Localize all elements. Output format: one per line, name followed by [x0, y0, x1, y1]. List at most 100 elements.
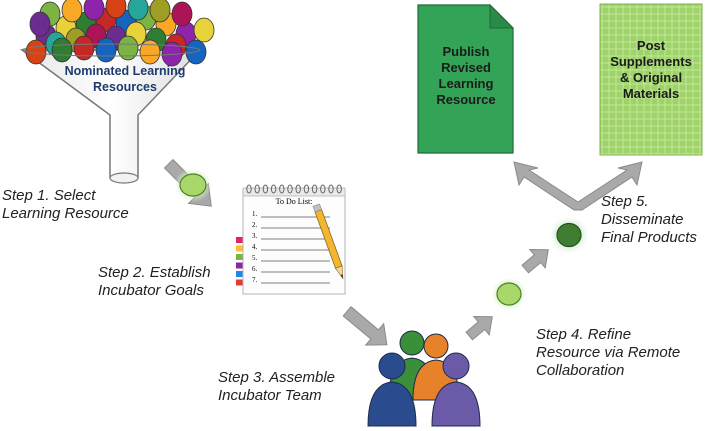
progress-ball-dark — [556, 222, 582, 248]
notepad-tab — [236, 245, 246, 252]
person-head — [378, 352, 406, 380]
person-icon — [431, 352, 481, 427]
person-icon — [367, 352, 417, 427]
todo-notepad: To Do List: 1. 2. 3. 4. 5. 6. 7. — [236, 184, 346, 295]
person-head — [442, 352, 470, 380]
funnel-spout — [109, 172, 139, 184]
step-1-label: Step 1. Select Learning Resource — [2, 187, 129, 223]
funnel-ball — [29, 11, 51, 37]
notepad-ring — [328, 184, 334, 194]
funnel-label-line2: Resources — [93, 80, 157, 94]
step-3-line2: Incubator Team — [218, 387, 322, 404]
todo-item-number: 7. — [252, 276, 258, 284]
team-people-icon — [367, 330, 481, 427]
arrow-shape — [342, 305, 388, 346]
post-label-line2: Supplements — [610, 54, 692, 69]
funnel-ball — [83, 0, 105, 21]
notepad-ring — [311, 184, 318, 194]
step-4-label: Step 4. Refine Resource via Remote Colla… — [536, 326, 680, 380]
step-4-line2: Resource via Remote — [536, 344, 681, 361]
notepad-rings — [246, 184, 342, 194]
step-2-label: Step 2. Establish Incubator Goals — [98, 264, 211, 300]
funnel-ball — [51, 37, 73, 63]
step-2-line2: Incubator Goals — [98, 282, 204, 299]
todo-item-number: 5. — [252, 254, 258, 262]
step-1-line1: Step 1. Select — [2, 187, 96, 204]
funnel-ball — [95, 37, 117, 63]
publish-document — [417, 3, 515, 154]
post-label-line3: & Original — [619, 70, 683, 85]
step-1-line2: Learning Resource — [2, 205, 129, 222]
post-label-line4: Materials — [622, 86, 680, 101]
publish-document-fold — [489, 3, 515, 29]
person-body — [367, 381, 417, 427]
todo-item-number: 2. — [252, 221, 258, 229]
funnel-ball — [171, 1, 193, 27]
step-4-line3: Collaboration — [536, 362, 625, 379]
notepad-tab — [236, 254, 246, 260]
funnel-ball — [127, 0, 149, 21]
funnel-ball — [149, 0, 171, 23]
step-3-label: Step 3. Assemble Incubator Team — [218, 369, 335, 405]
todo-item-number: 1. — [252, 210, 258, 218]
person-body — [431, 381, 481, 427]
progress-balls — [174, 168, 589, 311]
funnel — [19, 0, 215, 184]
todo-list-title: To Do List: — [276, 197, 313, 206]
funnel-rim — [21, 43, 201, 57]
funnel-balls — [25, 0, 215, 67]
person-head — [399, 330, 425, 356]
notepad-ring — [287, 184, 293, 194]
post-box-grid — [599, 3, 703, 156]
publish-label-line2: Revised — [441, 60, 491, 75]
step-4-line1: Step 4. Refine — [536, 326, 632, 343]
arrow-split-to-outputs — [513, 161, 643, 211]
arrow-step4-to-step5 — [521, 249, 549, 274]
pencil-lead — [340, 274, 343, 279]
funnel-label-line1: Nominated Learning — [64, 64, 186, 78]
notepad-ring — [254, 184, 260, 194]
notepad-ring — [270, 184, 277, 194]
publish-document-shape — [417, 4, 514, 154]
notepad-tab — [236, 262, 246, 269]
notepad-tab — [236, 237, 246, 243]
todo-item-number: 3. — [252, 232, 258, 240]
funnel-label: Nominated Learning Resources — [40, 63, 210, 95]
pencil-icon — [312, 203, 344, 280]
step-2-line1: Step 2. Establish — [98, 264, 211, 281]
todo-item-number: 4. — [252, 243, 258, 251]
funnel-ball — [61, 0, 83, 23]
funnel-ball — [117, 35, 139, 61]
post-label: Post Supplements & Original Materials — [600, 38, 702, 102]
post-materials-box — [599, 3, 703, 156]
notepad-ring — [279, 184, 285, 194]
progress-ball-light — [179, 173, 207, 197]
pencil-ferrule — [312, 203, 322, 213]
todo-list-items: 1. 2. 3. 4. 5. 6. 7. — [252, 210, 330, 284]
arrow-shape — [521, 249, 549, 274]
notepad-tab — [236, 279, 246, 286]
notepad-ring — [295, 184, 301, 194]
arrow-step2-to-step3 — [342, 305, 388, 346]
funnel-ball — [139, 39, 161, 65]
notepad-top — [242, 187, 346, 197]
step-3-line1: Step 3. Assemble — [218, 369, 336, 386]
arrow-shape — [465, 316, 493, 341]
notepad-tab — [236, 271, 246, 277]
step-5-line2: Disseminate — [601, 211, 684, 228]
person-head — [423, 333, 449, 359]
todo-item-number: 6. — [252, 265, 258, 273]
publish-label: Publish Revised Learning Resource — [420, 44, 512, 108]
step-5-line1: Step 5. — [601, 193, 649, 210]
notepad-ring — [246, 184, 252, 194]
notepad-ring — [320, 184, 326, 194]
step-5-label: Step 5. Disseminate Final Products — [601, 193, 697, 247]
funnel-ball — [73, 35, 95, 61]
progress-ball-light — [496, 282, 522, 306]
step-5-line3: Final Products — [601, 229, 697, 246]
post-label-line1: Post — [636, 38, 666, 53]
arrow-step3-to-step4 — [465, 316, 493, 341]
funnel-ball — [193, 17, 215, 43]
publish-label-line3: Learning — [438, 76, 494, 91]
